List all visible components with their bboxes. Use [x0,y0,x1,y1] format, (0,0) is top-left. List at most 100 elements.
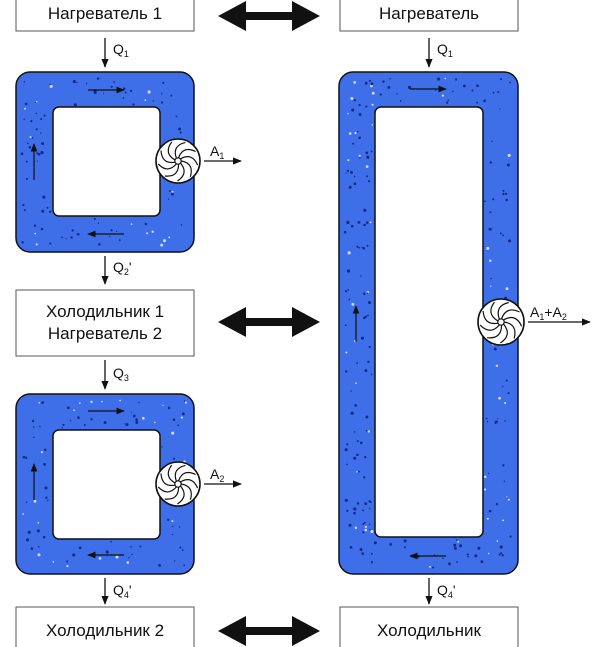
particle-dot [357,221,361,224]
particle-dot [444,77,447,80]
particle-dot [492,198,495,201]
particle-dot [499,545,503,549]
heater-box: Нагреватель [339,0,519,32]
particle-dot [452,90,454,93]
particle-dot [34,232,37,235]
particle-dot [492,91,495,94]
particle-dot [347,251,351,255]
particle-dot [356,453,359,457]
particle-dot [467,555,469,558]
particle-dot [168,189,171,192]
particle-dot [132,414,136,418]
particle-dot [496,540,499,542]
particle-dot [40,227,44,231]
particle-dot [49,242,52,245]
particle-dot [167,198,170,200]
particle-dot [174,560,176,562]
particle-dot [345,351,348,354]
particle-dot [180,224,183,226]
particle-dot [354,131,357,135]
heater-label: Нагреватель [379,4,479,23]
particle-dot [361,246,363,249]
particle-dot [29,136,32,139]
particle-dot [124,423,126,425]
particle-dot [128,557,130,559]
particle-dot [44,448,47,452]
particle-dot [364,528,368,532]
particle-dot [499,232,502,235]
particle-dot [359,157,361,159]
particle-dot [346,509,349,512]
particle-dot [368,345,371,349]
particle-dot [441,94,445,97]
particle-dot [447,99,450,102]
particle-dot [25,160,28,163]
particle-dot [346,220,350,224]
a1-label: A1 [210,143,224,161]
particle-dot [97,222,100,225]
particle-dot [103,93,105,95]
particle-dot [39,425,41,428]
particle-dot [356,362,358,364]
particle-dot [367,314,369,317]
particle-dot [476,84,479,88]
particle-dot [36,529,40,533]
particle-dot [115,555,119,559]
cooler-2-label: Холодильник 2 [46,621,164,640]
particle-dot [113,81,116,83]
particle-dot [26,538,30,542]
particle-dot [364,315,368,318]
particle-dot [47,499,49,502]
particle-dot [505,287,509,291]
particle-dot [110,229,113,232]
cycle-loop-1 [15,71,195,253]
particle-dot [141,416,145,420]
particle-dot [363,521,366,524]
particle-dot [85,82,88,85]
particle-dot [442,557,444,559]
particle-dot [353,507,357,511]
particle-dot [432,566,435,569]
particle-dot [103,421,107,424]
particle-dot [396,93,398,95]
particle-dot [343,230,347,234]
particle-dot [43,463,46,466]
a2-label: A2 [210,466,224,484]
particle-dot [366,175,368,178]
particle-dot [433,554,436,556]
particle-dot [370,552,373,555]
particle-dot [506,496,508,498]
particle-dot [178,127,182,131]
heater-1-box: Нагреватель 1 [15,0,195,32]
particle-dot [348,298,351,301]
particle-dot [76,81,78,84]
particle-dot [502,192,505,196]
particle-dot [491,140,493,143]
particle-dot [49,84,53,88]
particle-dot [73,103,77,107]
particle-dot [509,81,511,84]
particle-dot [44,486,48,490]
particle-dot [477,546,481,550]
particle-dot [73,409,75,411]
particle-dot [354,404,358,407]
particle-dot [348,523,352,527]
particle-dot [66,565,69,568]
cooler-box: Холодильник [339,606,519,647]
particle-dot [346,269,350,273]
particle-dot [130,545,132,548]
particle-dot [346,463,348,466]
particle-dot [495,502,499,506]
particle-dot [160,93,163,95]
particle-dot [78,546,82,550]
particle-dot [448,562,451,566]
particle-dot [24,102,28,106]
particle-dot [498,396,501,400]
double-arrow-icon [218,616,320,646]
particle-dot [387,85,391,89]
particle-dot [65,238,67,240]
particle-dot [162,81,165,85]
particle-dot [358,113,362,116]
particle-dot [34,225,36,227]
particle-dot [350,411,354,415]
